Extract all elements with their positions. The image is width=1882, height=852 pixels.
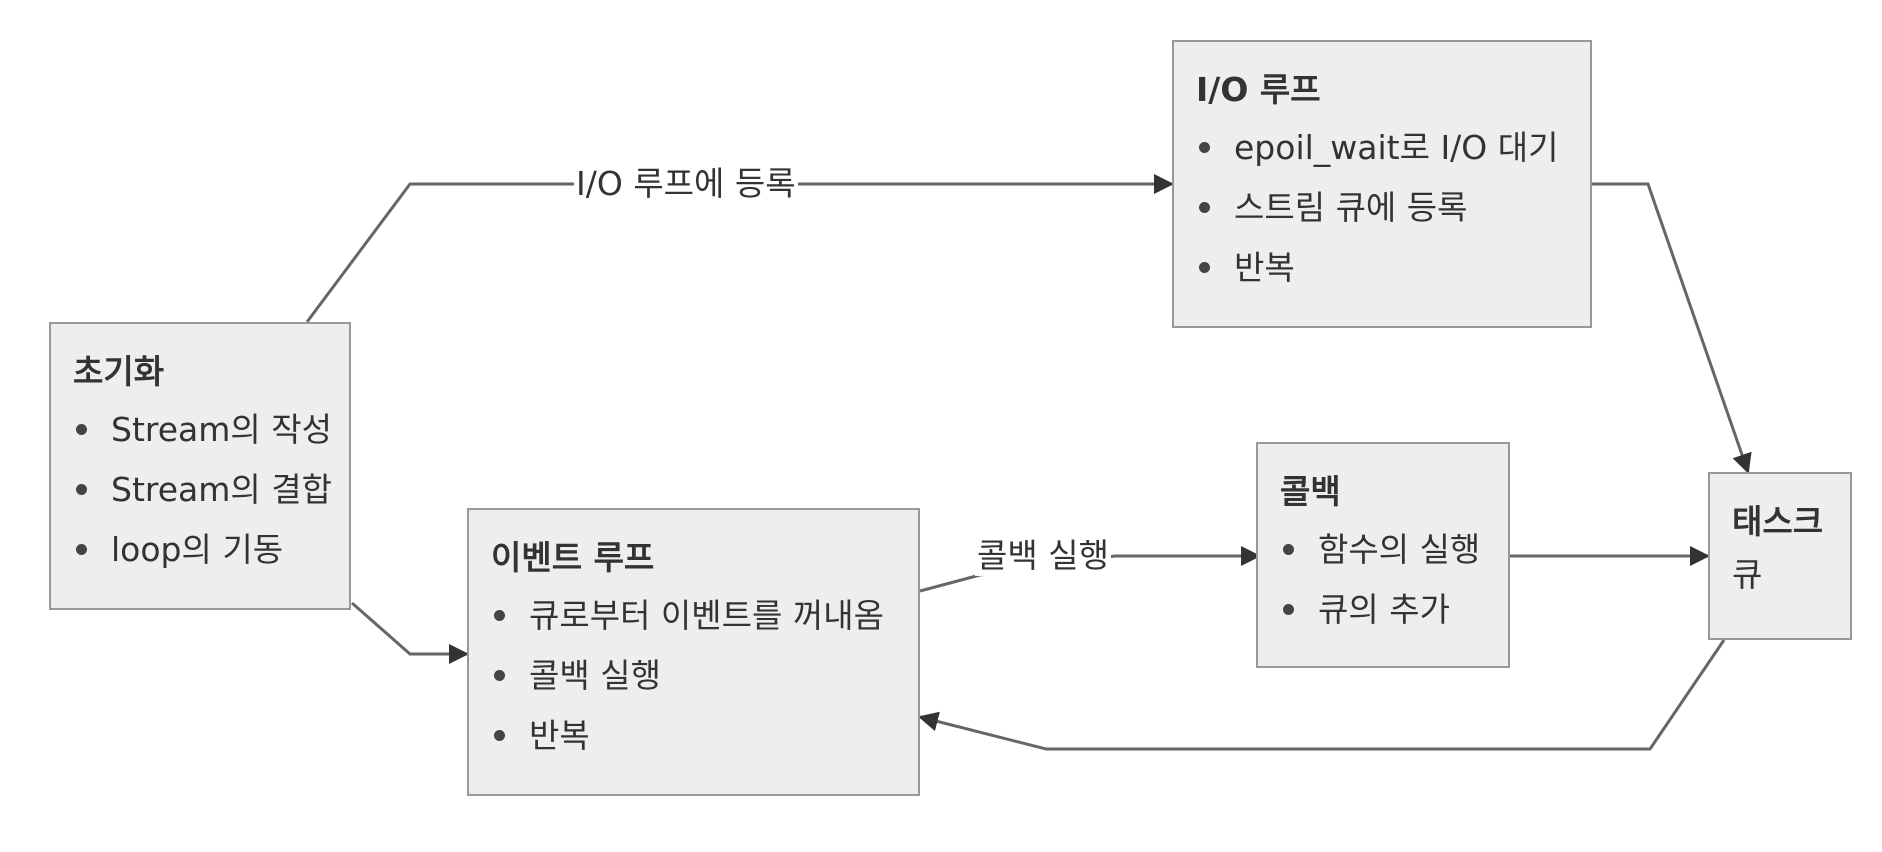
node-event-loop-items: 큐로부터 이벤트를 꺼내옴 콜백 실행 반복 — [491, 586, 896, 766]
node-event-loop-title: 이벤트 루프 — [491, 538, 655, 577]
edge-io-loop-to-task-queue — [1592, 182, 1752, 474]
node-io-loop-title: I/O 루프 — [1196, 70, 1321, 109]
node-init-item: Stream의 결합 — [73, 460, 332, 520]
node-event-loop: 이벤트 루프 큐로부터 이벤트를 꺼내옴 콜백 실행 반복 — [467, 508, 920, 796]
edge-label-io-register: I/O 루프에 등록 — [574, 164, 798, 204]
node-io-loop-items: epoil_wait로 I/O 대기 스트림 큐에 등록 반복 — [1196, 118, 1568, 298]
node-callback-item: 함수의 실행 — [1280, 520, 1486, 580]
edge-label-callback-exec: 콜백 실행 — [975, 536, 1111, 576]
node-event-loop-item: 반복 — [491, 706, 896, 766]
node-event-loop-item: 콜백 실행 — [491, 646, 896, 706]
node-init-item: Stream의 작성 — [73, 400, 332, 460]
edge-init-to-event-loop — [351, 601, 469, 664]
node-event-loop-item: 큐로부터 이벤트를 꺼내옴 — [491, 586, 896, 646]
node-callback-item: 큐의 추가 — [1280, 580, 1486, 640]
node-task-queue-title: 태스크 — [1732, 502, 1824, 541]
node-init: 초기화 Stream의 작성 Stream의 결합 loop의 기동 — [49, 322, 351, 610]
node-init-item: loop의 기동 — [73, 520, 327, 580]
node-io-loop-item: epoil_wait로 I/O 대기 — [1196, 118, 1568, 178]
node-io-loop-item: 스트림 큐에 등록 — [1196, 178, 1568, 238]
node-init-title: 초기화 — [73, 352, 165, 391]
node-task-queue-subtitle: 큐 — [1732, 555, 1763, 594]
node-callback-title: 콜백 — [1280, 472, 1341, 511]
node-callback: 콜백 함수의 실행 큐의 추가 — [1256, 442, 1510, 668]
node-task-queue: 태스크 큐 — [1708, 472, 1852, 640]
edge-init-to-io-loop — [305, 174, 1174, 323]
node-io-loop: I/O 루프 epoil_wait로 I/O 대기 스트림 큐에 등록 반복 — [1172, 40, 1592, 328]
edge-task-queue-to-event-loop — [918, 639, 1726, 751]
node-init-items: Stream의 작성 Stream의 결합 loop의 기동 — [73, 400, 332, 580]
node-io-loop-item: 반복 — [1196, 238, 1568, 298]
node-callback-items: 함수의 실행 큐의 추가 — [1280, 520, 1486, 640]
